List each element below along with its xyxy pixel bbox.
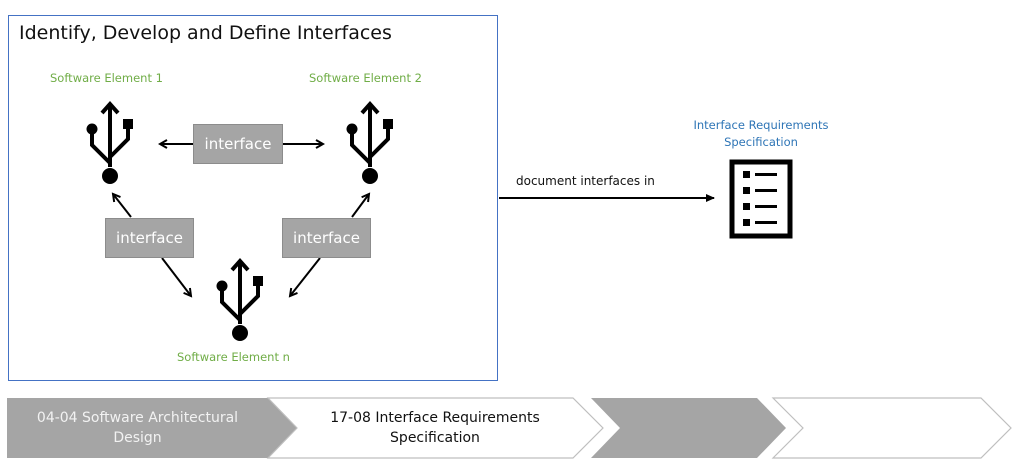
process-chevron-3[interactable] [591, 398, 786, 458]
element-label-2: Software Element 2 [309, 71, 422, 85]
interface-box-right: interface [282, 218, 371, 258]
interface-box-top: interface [193, 124, 283, 164]
output-label-line1: Interface Requirements [693, 118, 829, 132]
output-label: Interface Requirements Specification [668, 117, 854, 151]
connector-label: document interfaces in [516, 174, 655, 188]
arrow-left-up [113, 194, 132, 218]
chevron-1-label: 04-04 Software Architectural Design [10, 398, 265, 458]
chevron-1-line1: 04-04 Software Architectural [36, 410, 239, 426]
document-list-icon [729, 159, 793, 239]
chevron-2-label: 17-08 Interface Requirements Specificati… [300, 398, 570, 458]
chevron-1-line2: Design [113, 430, 162, 446]
output-label-line2: Specification [724, 135, 798, 149]
process-chevron-4[interactable] [771, 397, 1012, 459]
process-chevron-2[interactable] [266, 397, 604, 459]
diagram-title: Identify, Develop and Define Interfaces [19, 22, 392, 44]
arrow-right-down [290, 257, 321, 296]
element-label-n: Software Element n [177, 350, 290, 364]
chevron-2-line1: 17-08 Interface Requirements [330, 410, 540, 426]
usb-icon [84, 102, 135, 186]
usb-icon [344, 102, 395, 186]
process-chevron-1[interactable] [7, 398, 297, 458]
chevron-2-line2: Specification [390, 430, 480, 446]
element-label-1: Software Element 1 [50, 71, 163, 85]
usb-icon [214, 259, 265, 343]
interface-box-left: interface [105, 218, 194, 258]
arrow-right-up [351, 194, 369, 218]
arrow-left-down [161, 257, 191, 296]
diagram-frame [8, 15, 498, 381]
